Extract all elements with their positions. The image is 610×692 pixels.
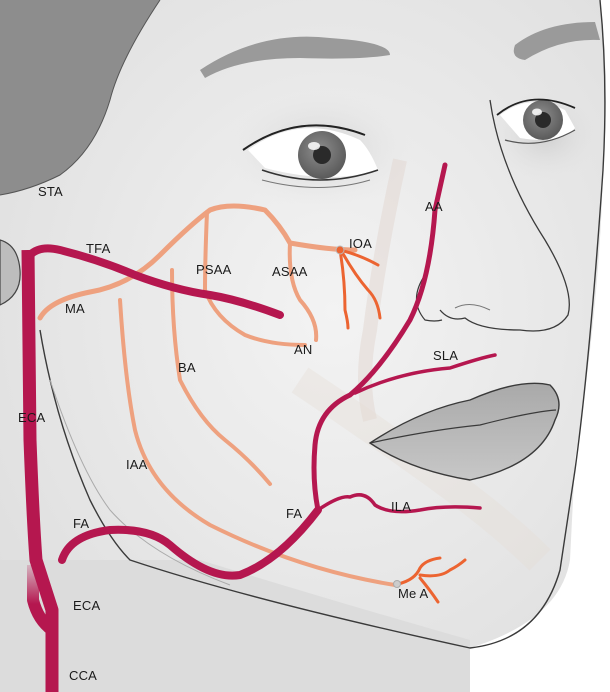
- label-fa-face: FA: [286, 506, 303, 521]
- label-aa: AA: [425, 199, 443, 214]
- nose-outline: [439, 99, 570, 332]
- eyelid-upper-left: [242, 124, 366, 151]
- label-sla: SLA: [433, 348, 459, 363]
- label-sta: STA: [38, 184, 63, 199]
- eye-highlight-right: [532, 108, 542, 116]
- nostril: [454, 304, 491, 311]
- lip-line: [369, 409, 557, 444]
- eyebrow-left: [200, 36, 390, 78]
- label-ioa: IOA: [349, 236, 372, 251]
- label-ila: ILA: [391, 499, 412, 514]
- label-cca: CCA: [69, 668, 98, 683]
- label-eca-upper: ECA: [18, 410, 46, 425]
- label-ba: BA: [178, 360, 196, 375]
- label-psaa: PSAA: [196, 262, 232, 277]
- main-arteries: [20, 150, 497, 692]
- jawline-shadow: [49, 379, 231, 586]
- pupil-left: [313, 146, 331, 164]
- label-eca-lower: ECA: [73, 598, 101, 613]
- eyebrow-right: [513, 22, 600, 60]
- label-tfa: TFA: [86, 241, 111, 256]
- face-outline: [39, 0, 606, 649]
- hair: [0, 0, 160, 195]
- label-an: AN: [294, 342, 313, 357]
- terminal-branches: [335, 245, 467, 604]
- eyelid-lower-right: [504, 129, 576, 144]
- eyelid-crease-left: [261, 179, 371, 188]
- nostril-ala: [415, 274, 443, 322]
- eye-highlight-left: [308, 142, 320, 150]
- maxillary-artery-branches: [37, 203, 397, 587]
- label-fa-neck: FA: [73, 516, 90, 531]
- background-right: [470, 0, 610, 692]
- neck: [0, 560, 470, 692]
- ear: [0, 239, 21, 306]
- eyelid-lower-left: [261, 169, 379, 181]
- hairline: [0, 0, 161, 196]
- label-iaa: IAA: [126, 457, 148, 472]
- label-asaa: ASAA: [272, 264, 308, 279]
- label-mea: Me A: [398, 586, 429, 601]
- label-ma: MA: [65, 301, 85, 316]
- lips: [368, 382, 560, 481]
- eyelid-upper-right: [496, 98, 576, 116]
- pupil-right: [535, 112, 551, 128]
